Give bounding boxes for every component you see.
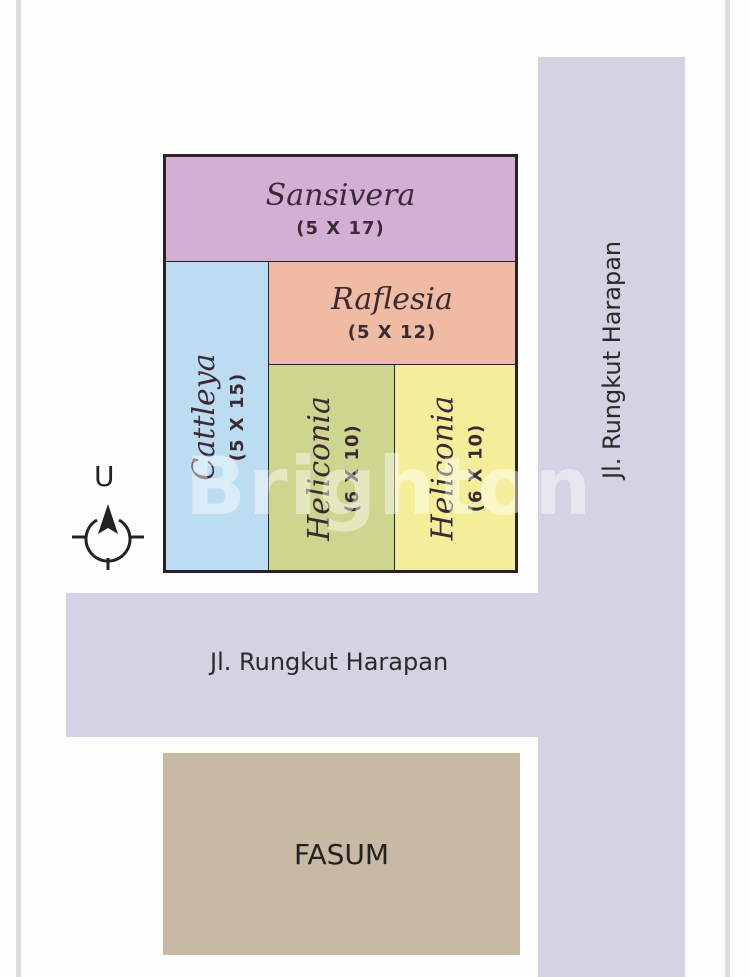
plot-dims: (5 X 15): [227, 372, 248, 462]
plot-name: Heliconia: [425, 395, 461, 541]
road-horizontal: [66, 593, 546, 737]
road-label-vertical: Jl. Rungkut Harapan: [598, 240, 626, 479]
plot-name: Sansivera: [265, 178, 416, 213]
frame-line-left: [16, 0, 21, 977]
plot-dims: (5 X 12): [347, 322, 437, 343]
plot-dims: (6 X 10): [465, 423, 487, 513]
compass-label: U: [94, 460, 115, 493]
plot-dims: (6 X 10): [341, 424, 363, 513]
plot-heliconia-1[interactable]: Heliconia (6 X 10): [268, 364, 395, 571]
frame-line-right: [725, 0, 730, 977]
road-vertical: [538, 57, 685, 977]
plot-heliconia-2[interactable]: Heliconia (6 X 10): [394, 364, 516, 571]
plot-name: Cattleya: [187, 353, 222, 481]
fasum-label: FASUM: [293, 837, 390, 871]
plot-block: Sansivera (5 X 17) Raflesia (5 X 12) Cat…: [163, 154, 518, 573]
plot-sansivera[interactable]: Sansivera (5 X 17): [165, 156, 516, 262]
plot-name: Raflesia: [331, 282, 453, 317]
compass-icon: [72, 504, 144, 570]
road-label-horizontal: Jl. Rungkut Harapan: [210, 648, 449, 676]
plot-name: Heliconia: [301, 396, 337, 541]
plot-cattleya[interactable]: Cattleya (5 X 15): [165, 261, 269, 571]
fasum-area: FASUM: [163, 753, 520, 955]
plot-dims: (5 X 17): [296, 218, 385, 239]
plot-raflesia[interactable]: Raflesia (5 X 12): [268, 261, 516, 365]
